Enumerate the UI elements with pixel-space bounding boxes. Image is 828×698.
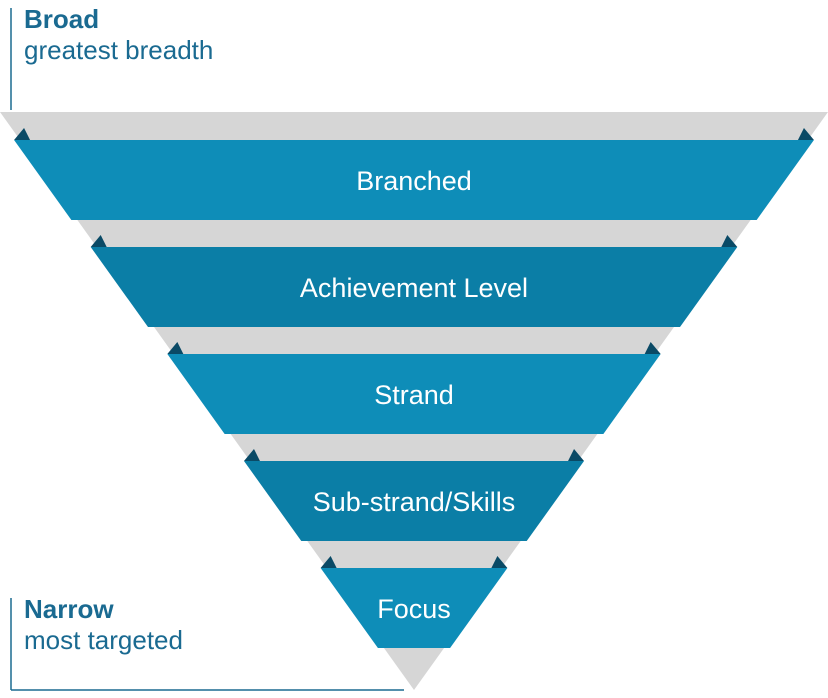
broad-subtitle: greatest breadth bbox=[24, 35, 214, 66]
funnel-band bbox=[167, 354, 661, 434]
band-fold-left bbox=[167, 342, 184, 354]
funnel-band-label: Achievement Level bbox=[300, 273, 528, 303]
funnel-band bbox=[14, 140, 814, 220]
band-fold-left bbox=[320, 556, 337, 568]
broad-label: Broad greatest breadth bbox=[24, 4, 213, 66]
funnel-band-label: Sub-strand/Skills bbox=[313, 487, 516, 517]
funnel-band bbox=[243, 461, 585, 541]
funnel-band-label: Branched bbox=[356, 166, 472, 196]
broad-title: Broad bbox=[24, 4, 100, 34]
band-fold-left bbox=[14, 128, 31, 140]
band-fold-right bbox=[721, 235, 738, 247]
narrow-label: Narrow most targeted bbox=[24, 594, 183, 656]
narrow-title: Narrow bbox=[24, 594, 114, 624]
band-fold-right bbox=[797, 128, 814, 140]
funnel-band-label: Strand bbox=[374, 380, 454, 410]
band-fold-left bbox=[90, 235, 107, 247]
band-fold-right bbox=[491, 556, 508, 568]
funnel-band bbox=[320, 568, 508, 648]
funnel-band bbox=[90, 247, 738, 327]
band-fold-right bbox=[644, 342, 661, 354]
band-fold-right bbox=[568, 449, 585, 461]
band-fold-left bbox=[243, 449, 260, 461]
narrow-subtitle: most targeted bbox=[24, 625, 183, 656]
funnel-band-label: Focus bbox=[377, 594, 451, 624]
